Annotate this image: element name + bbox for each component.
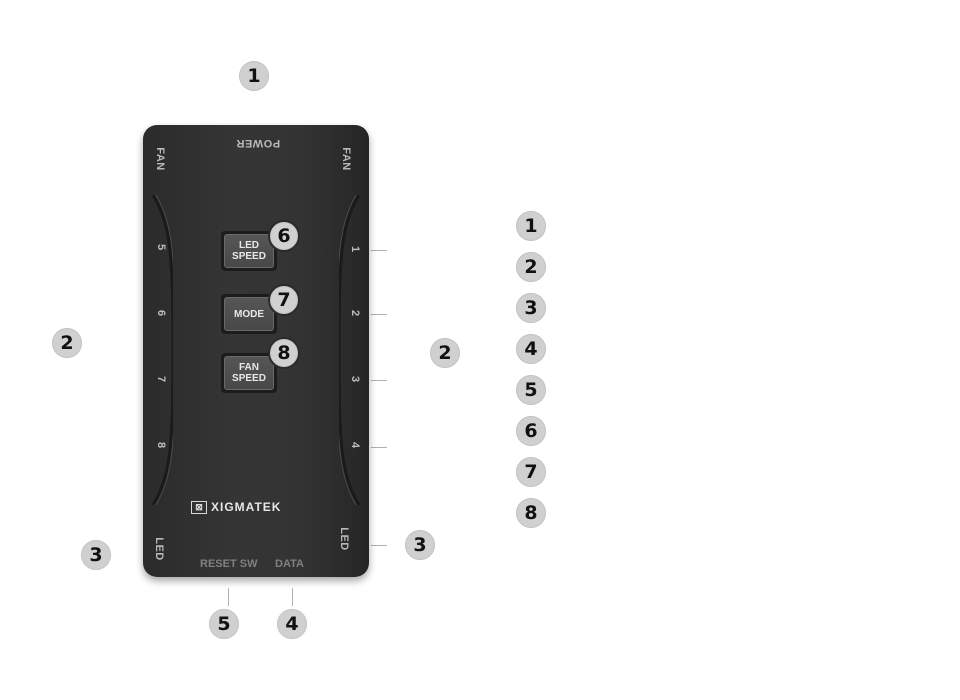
legend-badge-5: 5	[516, 375, 546, 405]
leader-line-reset	[228, 588, 229, 606]
legend: 1 2 3 4 5 6 7 8	[516, 211, 548, 531]
power-label: POWER	[236, 137, 281, 149]
leader-line-port3	[371, 380, 387, 381]
legend-badge-6: 6	[516, 416, 546, 446]
led-speed-button-label: LED SPEED	[224, 234, 274, 268]
callout-5-bottom: 5	[209, 609, 239, 639]
legend-badge-7: 7	[516, 457, 546, 487]
mode-button[interactable]: MODE	[221, 294, 277, 334]
port-3-label: 3	[349, 375, 361, 383]
callout-8-fan-speed: 8	[268, 337, 300, 369]
callout-2-right: 2	[430, 338, 460, 368]
port-7-label: 7	[155, 375, 167, 383]
reset-sw-label: RESET SW	[200, 558, 258, 570]
port-8-label: 8	[155, 441, 167, 449]
port-4-label: 4	[349, 441, 361, 449]
callout-2-left: 2	[52, 328, 82, 358]
fan-hub-device: POWER FAN FAN 5 6 7 8 1 2 3 4 LED SPEED …	[143, 125, 369, 577]
xigmatek-logo: ⊠ XIGMATEK	[191, 500, 281, 514]
mode-button-label: MODE	[224, 297, 274, 331]
leader-line-led	[371, 545, 387, 546]
led-label-left: LED	[152, 537, 165, 561]
port-1-label: 1	[349, 245, 361, 253]
xigmatek-logo-icon: ⊠	[191, 500, 207, 514]
leader-line-data	[292, 588, 293, 606]
callout-6-led-speed: 6	[268, 220, 300, 252]
callout-7-mode: 7	[268, 284, 300, 316]
legend-badge-2: 2	[516, 252, 546, 282]
fan-speed-button-label: FAN SPEED	[224, 356, 274, 390]
callout-3-left: 3	[81, 540, 111, 570]
legend-badge-3: 3	[516, 293, 546, 323]
port-2-label: 2	[349, 309, 361, 317]
leader-line-port2	[371, 314, 387, 315]
fan-label-right: FAN	[339, 147, 352, 171]
callout-3-right: 3	[405, 530, 435, 560]
legend-badge-4: 4	[516, 334, 546, 364]
fan-speed-button[interactable]: FAN SPEED	[221, 353, 277, 393]
led-speed-button[interactable]: LED SPEED	[221, 231, 277, 271]
brand-name: XIGMATEK	[211, 500, 282, 514]
left-ridge	[151, 195, 173, 505]
callout-1-top: 1	[239, 61, 269, 91]
legend-badge-1: 1	[516, 211, 546, 241]
port-5-label: 5	[155, 243, 167, 251]
right-ridge	[339, 195, 361, 505]
port-6-label: 6	[155, 309, 167, 317]
leader-line-port1	[371, 250, 387, 251]
callout-4-bottom: 4	[277, 609, 307, 639]
leader-line-port4	[371, 447, 387, 448]
legend-badge-8: 8	[516, 498, 546, 528]
fan-label-left: FAN	[153, 147, 166, 171]
led-label-right: LED	[337, 527, 350, 551]
data-label: DATA	[275, 558, 304, 570]
